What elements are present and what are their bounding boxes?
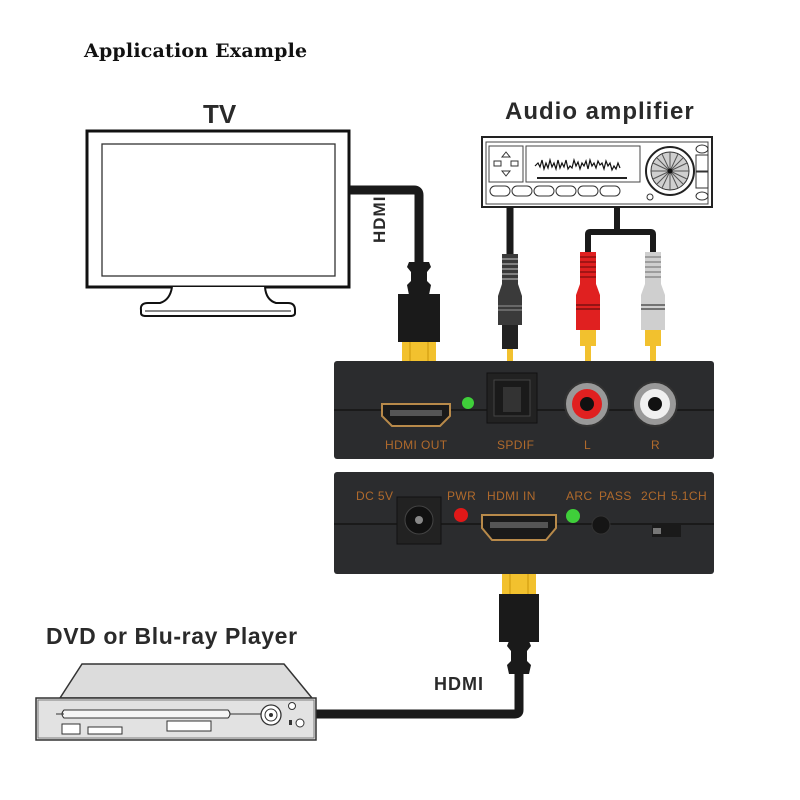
- amplifier-label: Audio amplifier: [505, 98, 695, 125]
- input-panel: [334, 472, 714, 574]
- label-arc: ARC: [566, 489, 593, 503]
- label-2ch: 2CH: [641, 489, 667, 503]
- hdmi-out-port: [381, 403, 451, 427]
- player-label: DVD or Blu-ray Player: [46, 623, 298, 649]
- hdmi-in-port: [481, 514, 557, 541]
- label-pwr: PWR: [447, 489, 477, 503]
- channel-switch[interactable]: [652, 525, 681, 537]
- rca-cables: [576, 207, 665, 362]
- label-5-1ch: 5.1CH: [671, 489, 708, 503]
- tv-hdmi-cable: [350, 185, 440, 362]
- arc-led: [566, 509, 580, 523]
- label-hdmi-in: HDMI IN: [487, 489, 536, 503]
- rca-l-jack: [564, 381, 610, 427]
- output-panel: [334, 361, 714, 459]
- rca-r-jack: [632, 381, 678, 427]
- pass-button[interactable]: [591, 515, 611, 535]
- spdif-cable: [498, 207, 522, 363]
- label-pass: PASS: [599, 489, 632, 503]
- dvd-player-icon: [35, 663, 317, 741]
- dc-5v-jack: [396, 496, 442, 545]
- port-label-spdif: SPDIF: [497, 438, 535, 452]
- amplifier-icon: [481, 136, 713, 208]
- spdif-port: [486, 372, 538, 424]
- port-label-r: R: [651, 438, 661, 452]
- player-hdmi-cable-label: HDMI: [434, 674, 484, 694]
- label-dc-5v: DC 5V: [356, 489, 394, 503]
- port-label-l: L: [584, 438, 592, 452]
- tv-label: TV: [203, 99, 237, 129]
- page-title: Application Example: [84, 40, 308, 62]
- port-label-hdmi-out: HDMI OUT: [385, 438, 448, 452]
- tv-icon: [85, 129, 351, 317]
- pwr-led: [454, 508, 468, 522]
- player-hdmi-cable: [316, 574, 539, 719]
- status-led-green: [462, 397, 474, 409]
